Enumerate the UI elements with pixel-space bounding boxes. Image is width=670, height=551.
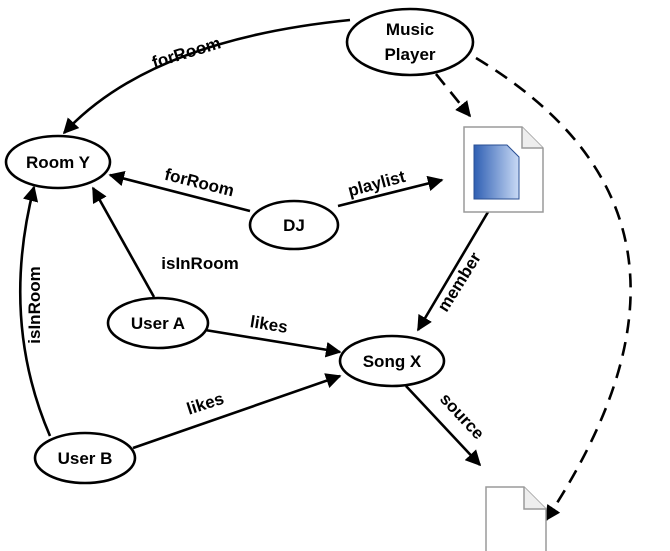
song-x-ellipse xyxy=(338,334,446,388)
music-player-ellipse xyxy=(345,7,475,77)
room-y-label: Room Y xyxy=(26,153,91,172)
label-usera-likes: likes xyxy=(249,312,289,337)
label-usera-isinroom: isInRoom xyxy=(161,254,238,273)
label-userb-likes: likes xyxy=(184,389,226,419)
edge-song-source xyxy=(405,385,482,467)
user-b-label: User B xyxy=(58,449,113,468)
node-music-player: Music Player xyxy=(345,7,475,77)
node-room-y: Room Y xyxy=(4,134,112,190)
edge-dj-forroom xyxy=(108,170,251,213)
node-song-x: Song X xyxy=(338,334,446,388)
edge-playlist-member xyxy=(416,211,490,332)
edge-userb-isinroom xyxy=(18,185,52,437)
node-user-a: User A xyxy=(106,296,210,350)
dj-ellipse xyxy=(248,199,340,251)
label-dj-forroom: forRoom xyxy=(163,165,236,201)
edge-player-forroom xyxy=(62,18,351,135)
node-dj: DJ xyxy=(248,199,340,251)
room-y-ellipse xyxy=(4,134,112,190)
audio-file-document-icon xyxy=(485,486,547,551)
edge-dj-playlist xyxy=(337,175,444,208)
edge-usera-likes xyxy=(204,328,342,358)
edge-usera-isinroom xyxy=(91,186,156,298)
edge-player-playlist-dashed xyxy=(434,73,472,118)
node-user-b: User B xyxy=(33,431,137,485)
edge-player-audiofile-dashed xyxy=(475,56,632,522)
edge-userb-likes xyxy=(132,373,342,450)
user-b-ellipse xyxy=(33,431,137,485)
user-a-label: User A xyxy=(131,314,185,333)
music-player-label-line1: Music xyxy=(386,20,434,39)
music-player-label-line2: Player xyxy=(384,45,435,64)
song-x-label: Song X xyxy=(363,352,422,371)
playlist-document-icon xyxy=(463,126,544,213)
user-a-ellipse xyxy=(106,296,210,350)
dj-label: DJ xyxy=(283,216,305,235)
label-song-source: source xyxy=(436,389,488,443)
label-player-forroom: forRoom xyxy=(150,33,223,72)
label-userb-isinroom: isInRoom xyxy=(25,266,44,343)
